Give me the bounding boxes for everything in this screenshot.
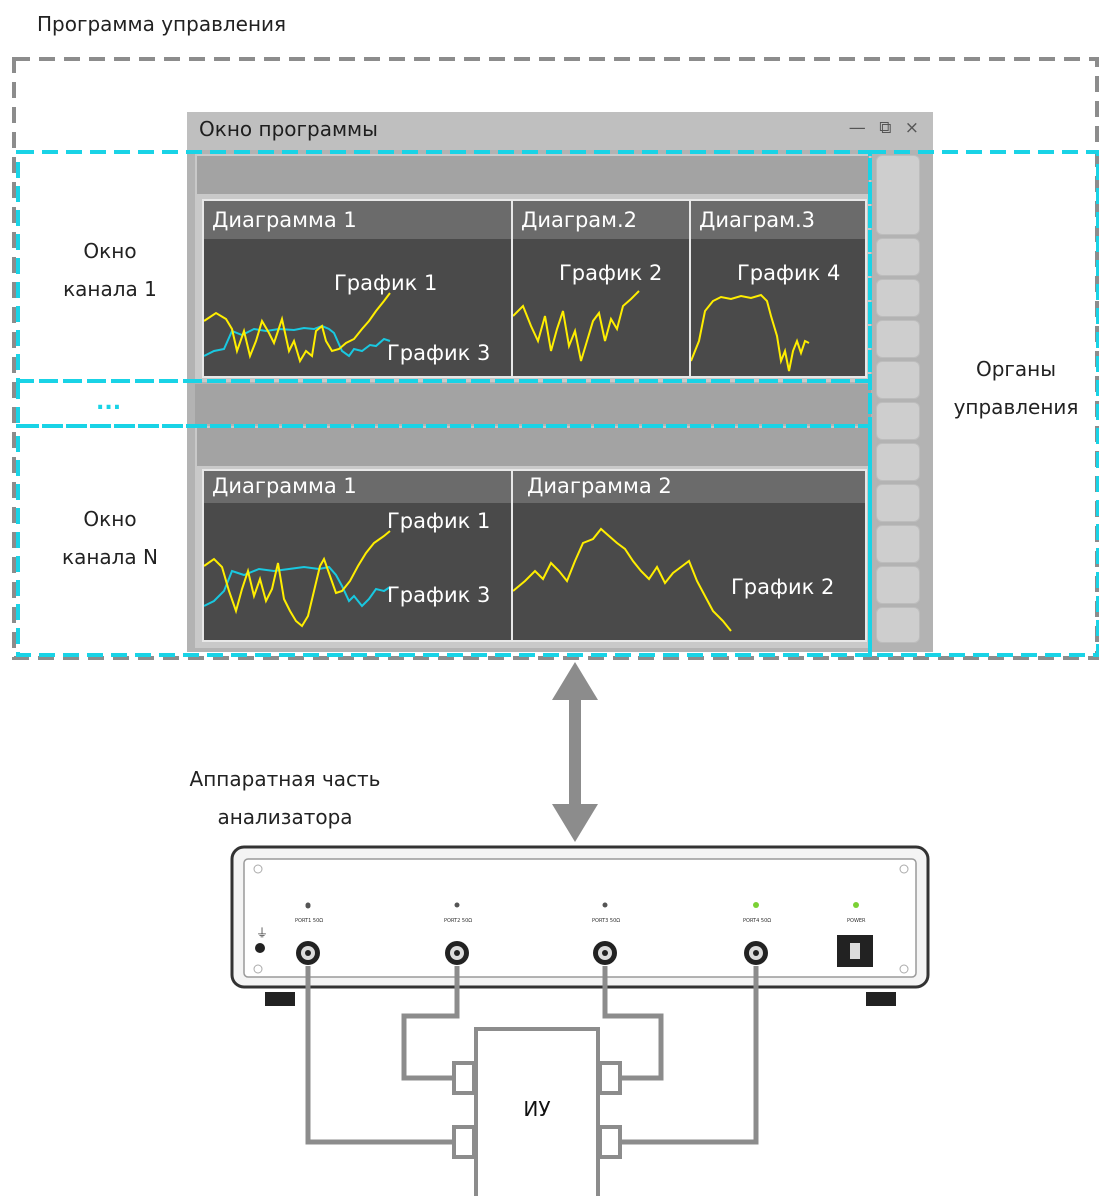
analyzer-device: ⏚ PORT1 50Ω PORT2: [230, 845, 930, 1006]
svg-text:⏚: ⏚: [256, 926, 268, 940]
hardware-label: Аппаратная часть анализатора: [189, 767, 381, 829]
channel-n-outline: [16, 424, 872, 657]
diagram-title: Диаграмма 2: [527, 474, 672, 498]
program-window-titlebar: Окно программы — ⧉ ×: [187, 112, 933, 150]
ch1-d2-traces: [513, 290, 640, 362]
trace-label: График 2: [731, 575, 835, 599]
control-program-label: Программа управления: [37, 12, 287, 36]
control-button[interactable]: [876, 320, 920, 358]
diagram-header: [204, 201, 511, 239]
control-button[interactable]: [876, 238, 920, 276]
diagram-header: [691, 201, 865, 239]
program-window-title: Окно программы: [199, 117, 378, 141]
channel-window-n-label: Окно канала N: [61, 507, 159, 569]
ch1-diagram-1: Диаграмма 1 График 1 График 3: [202, 199, 513, 378]
controls-label: Органы управления: [953, 357, 1079, 419]
channel-n-toolbar: [197, 428, 869, 466]
diagram-header: [513, 201, 689, 239]
ellipsis-label: ...: [96, 390, 122, 415]
ch1-d1-traces: [204, 292, 391, 364]
controls-panel: [873, 152, 923, 647]
trace-label: График 2: [559, 261, 663, 285]
diagram-title: Диаграм.2: [521, 208, 638, 232]
trace-label: График 3: [387, 341, 491, 365]
trace-label: График 3: [387, 583, 491, 607]
control-button[interactable]: [876, 443, 920, 481]
ch1-diagram-3: Диаграм.3 График 4: [689, 199, 867, 378]
port-label: PORT3 50Ω: [592, 918, 621, 924]
controls-outline: [868, 150, 1099, 657]
ch1-d3-traces: [691, 293, 810, 372]
channel-window-1-label: Окно канала 1: [63, 239, 157, 301]
bidirectional-arrow-icon: [552, 662, 598, 842]
power-label: POWER: [847, 918, 866, 924]
region-outlines: [16, 150, 1099, 657]
channel-window-n: Диаграмма 1 График 1 График 3 Диаграмма …: [195, 426, 871, 648]
control-button[interactable]: [876, 155, 920, 235]
chN-diagram-2: Диаграмма 2 График 2: [511, 469, 867, 642]
control-button[interactable]: [876, 607, 920, 643]
analyzer-ports: [296, 902, 873, 967]
control-button[interactable]: [876, 484, 920, 522]
control-button[interactable]: [876, 525, 920, 563]
chN-diagram-1: Диаграмма 1 График 1 График 3: [202, 469, 513, 642]
chN-d2-traces: [513, 527, 732, 632]
trace-label: График 4: [737, 261, 841, 285]
dut-label: ИУ: [523, 1097, 551, 1121]
trace-label: График 1: [387, 509, 491, 533]
port-label: PORT4 50Ω: [743, 918, 772, 924]
chN-d1-traces: [204, 530, 391, 628]
window-controls-icon[interactable]: — ⧉ ×: [848, 118, 923, 138]
channel-window-1: Диаграмма 1 График 1 График 3 Диаграм.2 …: [195, 154, 871, 382]
control-button[interactable]: [876, 566, 920, 604]
diagram-header: [204, 471, 511, 503]
diagram-title: Диаграмма 1: [212, 474, 357, 498]
channel-separator-strip: [195, 384, 871, 424]
ch1-diagram-2: Диаграм.2 График 2: [511, 199, 691, 378]
channel-1-toolbar: [197, 156, 869, 194]
control-button[interactable]: [876, 402, 920, 440]
diagram-header: [513, 471, 865, 503]
control-button[interactable]: [876, 279, 920, 317]
trace-label: График 1: [334, 271, 438, 295]
diagram-title: Диаграм.3: [699, 208, 816, 232]
port-label: PORT2 50Ω: [444, 918, 473, 924]
device-under-test: ИУ: [474, 1027, 600, 1196]
diagram-title: Диаграмма 1: [212, 208, 357, 232]
port-label: PORT1 50Ω: [295, 918, 324, 924]
control-button[interactable]: [876, 361, 920, 399]
